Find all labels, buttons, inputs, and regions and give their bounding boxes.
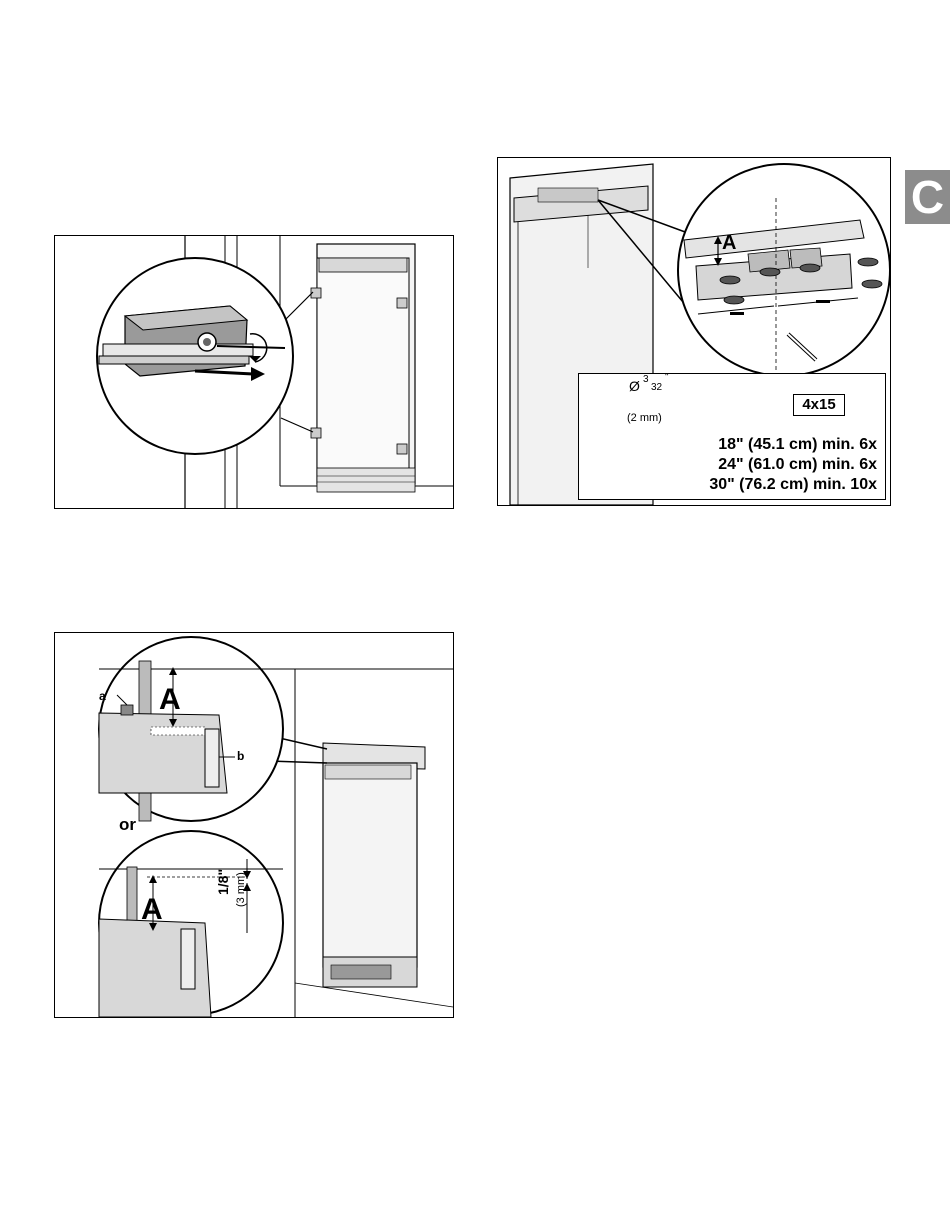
spec-line-24: 24" (61.0 cm) min. 6x — [718, 456, 877, 474]
drill-size-numerator: 3 — [643, 374, 649, 385]
spec-line-30: 30" (76.2 cm) min. 10x — [709, 476, 877, 494]
figure-hinge-adjustment — [54, 235, 454, 509]
section-tab: C — [905, 170, 950, 224]
dimension-label-a: A — [722, 232, 736, 255]
height-alignment-illustration — [55, 633, 453, 1017]
callout-a: a — [99, 689, 106, 703]
drill-size-inch-mark: " — [665, 372, 669, 383]
or-label: or — [119, 815, 136, 835]
drill-size-denominator: 32 — [651, 382, 662, 393]
drill-diameter-symbol: Ø — [629, 378, 640, 394]
gap-metric: (3 mm) — [235, 872, 247, 907]
figure-bracket-mounting: A Ø 3 32 " (2 mm) 4x15 18" (45.1 cm) min… — [497, 157, 891, 506]
screw-spec: 4x15 — [793, 394, 845, 416]
drill-size-metric: (2 mm) — [627, 412, 662, 424]
gap-imperial: 1/8" — [215, 869, 231, 895]
callout-b: b — [237, 749, 244, 763]
figure-height-alignment: A a b or A 1/8" (3 mm) — [54, 632, 454, 1018]
section-tab-letter: C — [905, 170, 950, 224]
drilling-spec-box: Ø 3 32 " (2 mm) 4x15 18" (45.1 cm) min. … — [578, 373, 886, 500]
dimension-label-a-top: A — [159, 683, 181, 717]
spec-line-18: 18" (45.1 cm) min. 6x — [718, 436, 877, 454]
dimension-label-a-bottom: A — [141, 893, 163, 927]
hinge-adjustment-illustration — [55, 236, 453, 508]
